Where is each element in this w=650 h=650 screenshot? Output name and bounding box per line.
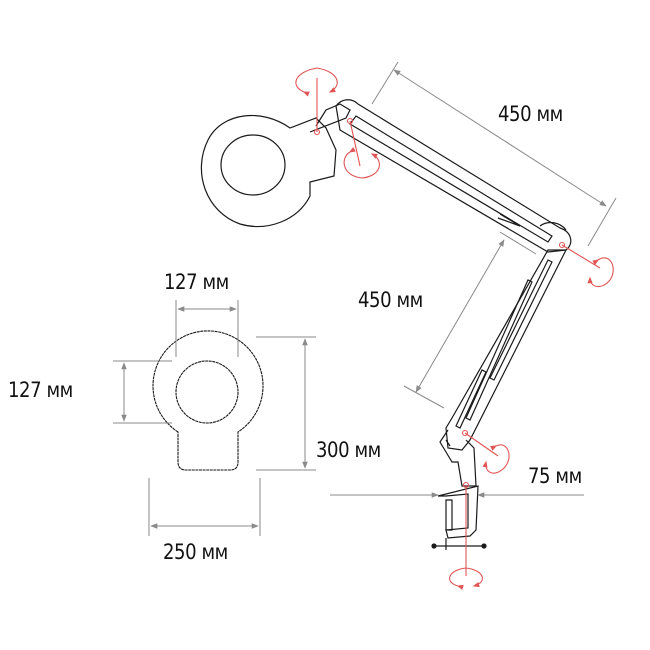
dimension-lines [113, 61, 617, 536]
lower-arm [445, 249, 567, 451]
lower-arm-length-label: 450 мм [358, 288, 423, 312]
lamp-head-front [152, 330, 264, 471]
lens-height-label: 127 мм [8, 378, 73, 402]
clamp-opening-label: 75 мм [528, 464, 582, 488]
rotation-icon-lower-joint [461, 429, 510, 474]
clamp-base [431, 429, 487, 550]
lamp-head-perspective [200, 103, 351, 228]
head-width-label: 250 мм [163, 540, 228, 564]
lens-ring-perspective [220, 134, 286, 196]
rotation-icon-head-tilt [343, 117, 380, 179]
head-height-label: 300 мм [316, 438, 381, 462]
lens-width-label: 127 мм [164, 270, 229, 294]
rotation-icon-elbow [558, 241, 614, 288]
rotation-icon-head-vertical [295, 67, 338, 136]
lens-front [175, 360, 239, 424]
upper-arm-length-label: 450 мм [498, 102, 563, 126]
rotation-icon-base-swivel [449, 481, 483, 590]
rotation-markers [295, 67, 614, 590]
